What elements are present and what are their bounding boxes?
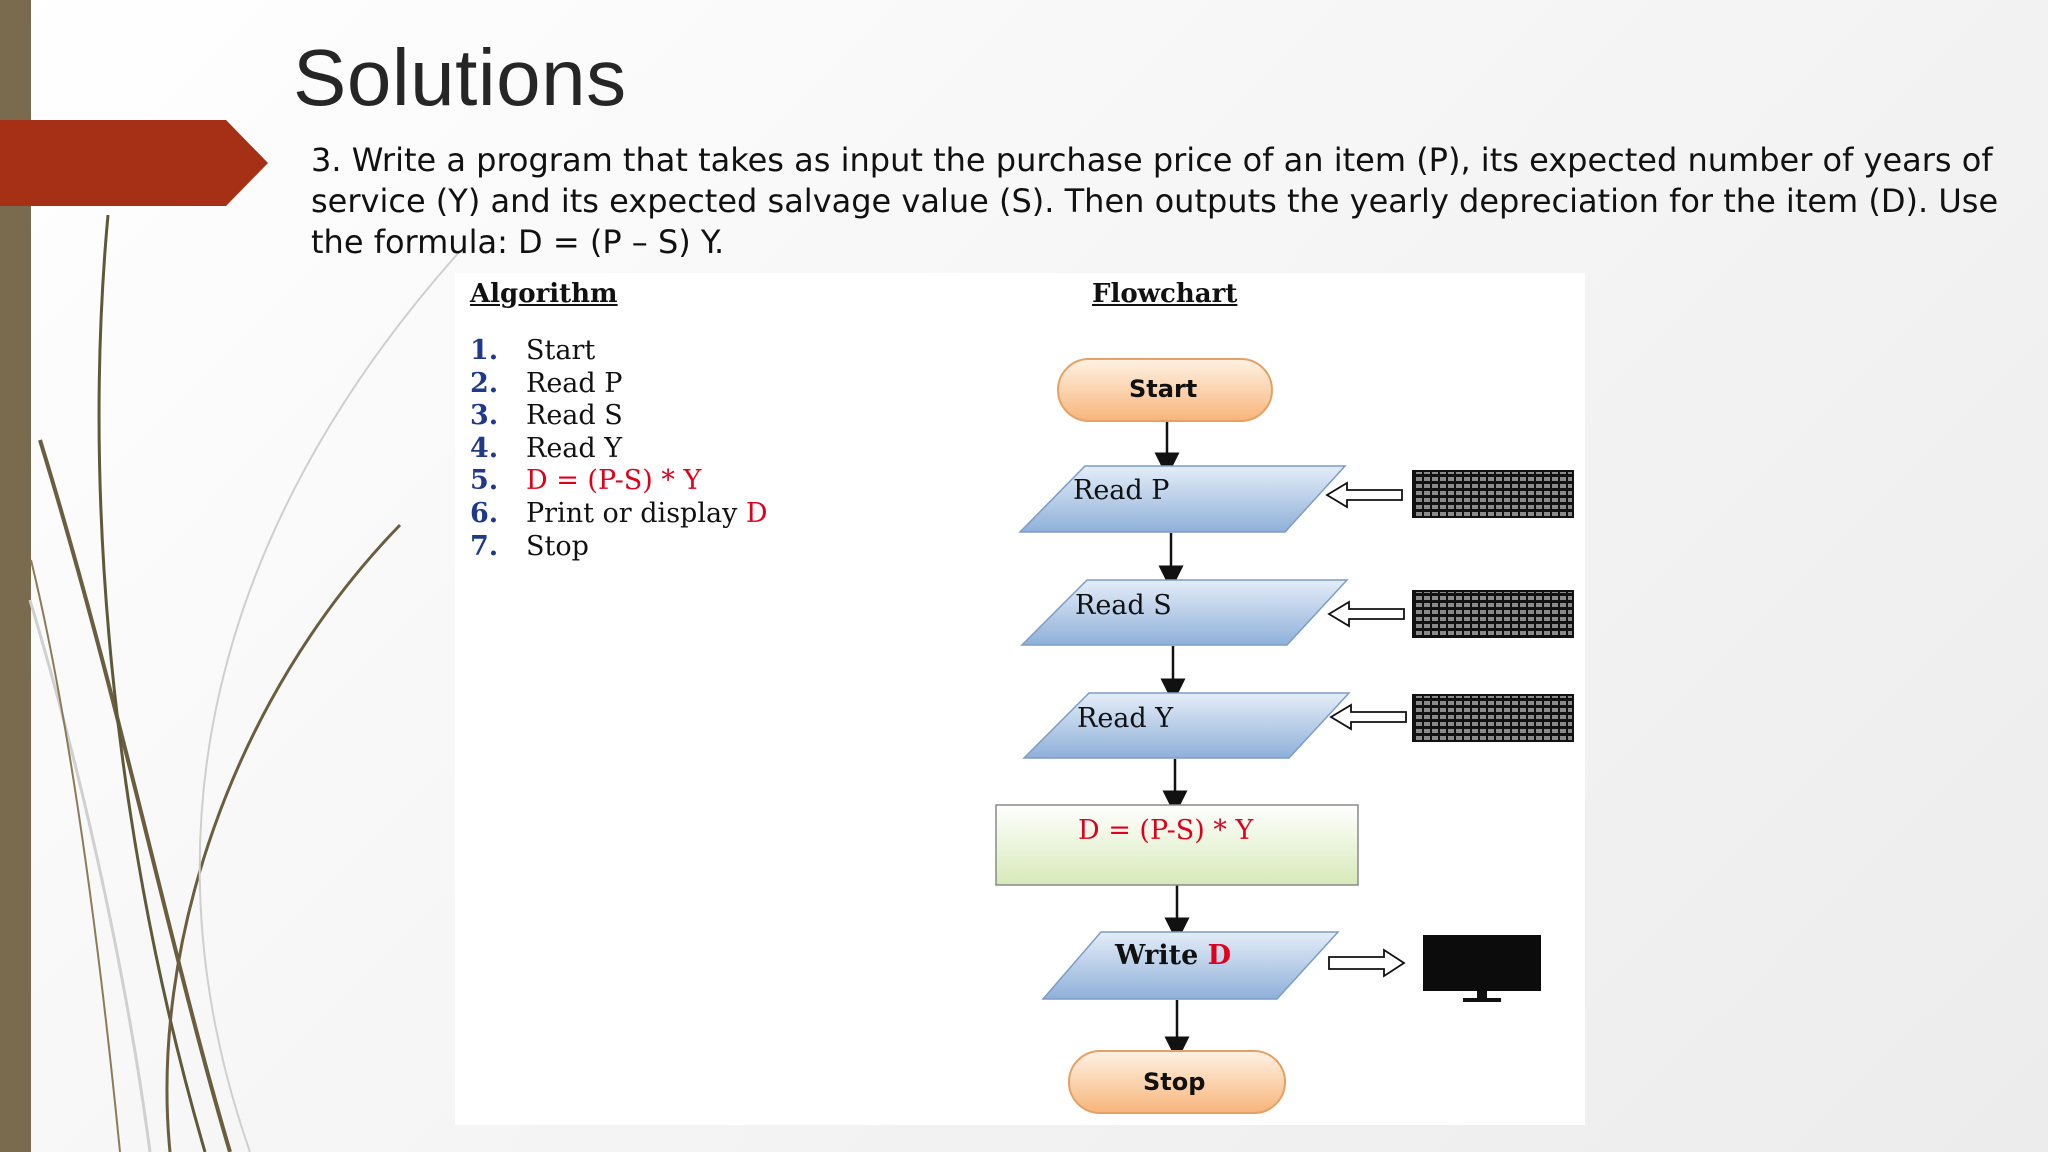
slide-title: Solutions [293, 33, 627, 122]
write-d-io [1041, 931, 1340, 1000]
algorithm-step: 2.Read P [470, 367, 623, 399]
start-label: Start [1129, 375, 1198, 403]
flowchart-diagram [995, 358, 1574, 1114]
stop-terminal [1068, 1050, 1286, 1114]
title-arrow-banner [0, 120, 268, 206]
read-y-io [1022, 692, 1351, 759]
read-p-label: Read P [1073, 475, 1170, 506]
solution-figure: Algorithm 1.Start 2.Read P 3.Read S 4.Re… [455, 273, 1585, 1125]
decorative-swooshes [28, 214, 460, 1152]
read-p-io [1018, 465, 1347, 533]
read-s-label: Read S [1075, 590, 1172, 621]
input-arrows [1325, 481, 1407, 731]
algorithm-step: 4.Read Y [470, 432, 623, 464]
algorithm-step: 5.D = (P-S) * Y [470, 465, 702, 497]
question-text: 3. Write a program that takes as input t… [311, 141, 1999, 261]
keyboard-icon [1412, 470, 1574, 518]
monitor-icon [1423, 935, 1541, 1002]
stop-label: Stop [1143, 1068, 1206, 1096]
algorithm-step: 6.Print or display D [470, 497, 768, 529]
algorithm-step: 7.Stop [470, 530, 589, 562]
algorithm-step: 1.Start [470, 335, 596, 366]
flow-arrows [1154, 421, 1190, 1062]
write-label: Write D [1115, 940, 1232, 971]
keyboard-icon [1412, 694, 1574, 742]
output-arrow [1328, 948, 1406, 978]
algorithm-steps: 1.Start 2.Read P 3.Read S 4.Read Y 5.D =… [470, 335, 768, 563]
process-box [995, 804, 1359, 886]
keyboard-icon [1412, 590, 1574, 638]
start-terminal [1057, 358, 1273, 422]
algorithm-step: 3.Read S [470, 400, 623, 432]
process-label: D = (P-S) * Y [1078, 815, 1254, 846]
read-y-label: Read Y [1077, 703, 1174, 734]
read-s-io [1020, 579, 1349, 646]
algorithm-heading: Algorithm [470, 279, 618, 309]
flowchart-heading: Flowchart [1092, 279, 1238, 309]
